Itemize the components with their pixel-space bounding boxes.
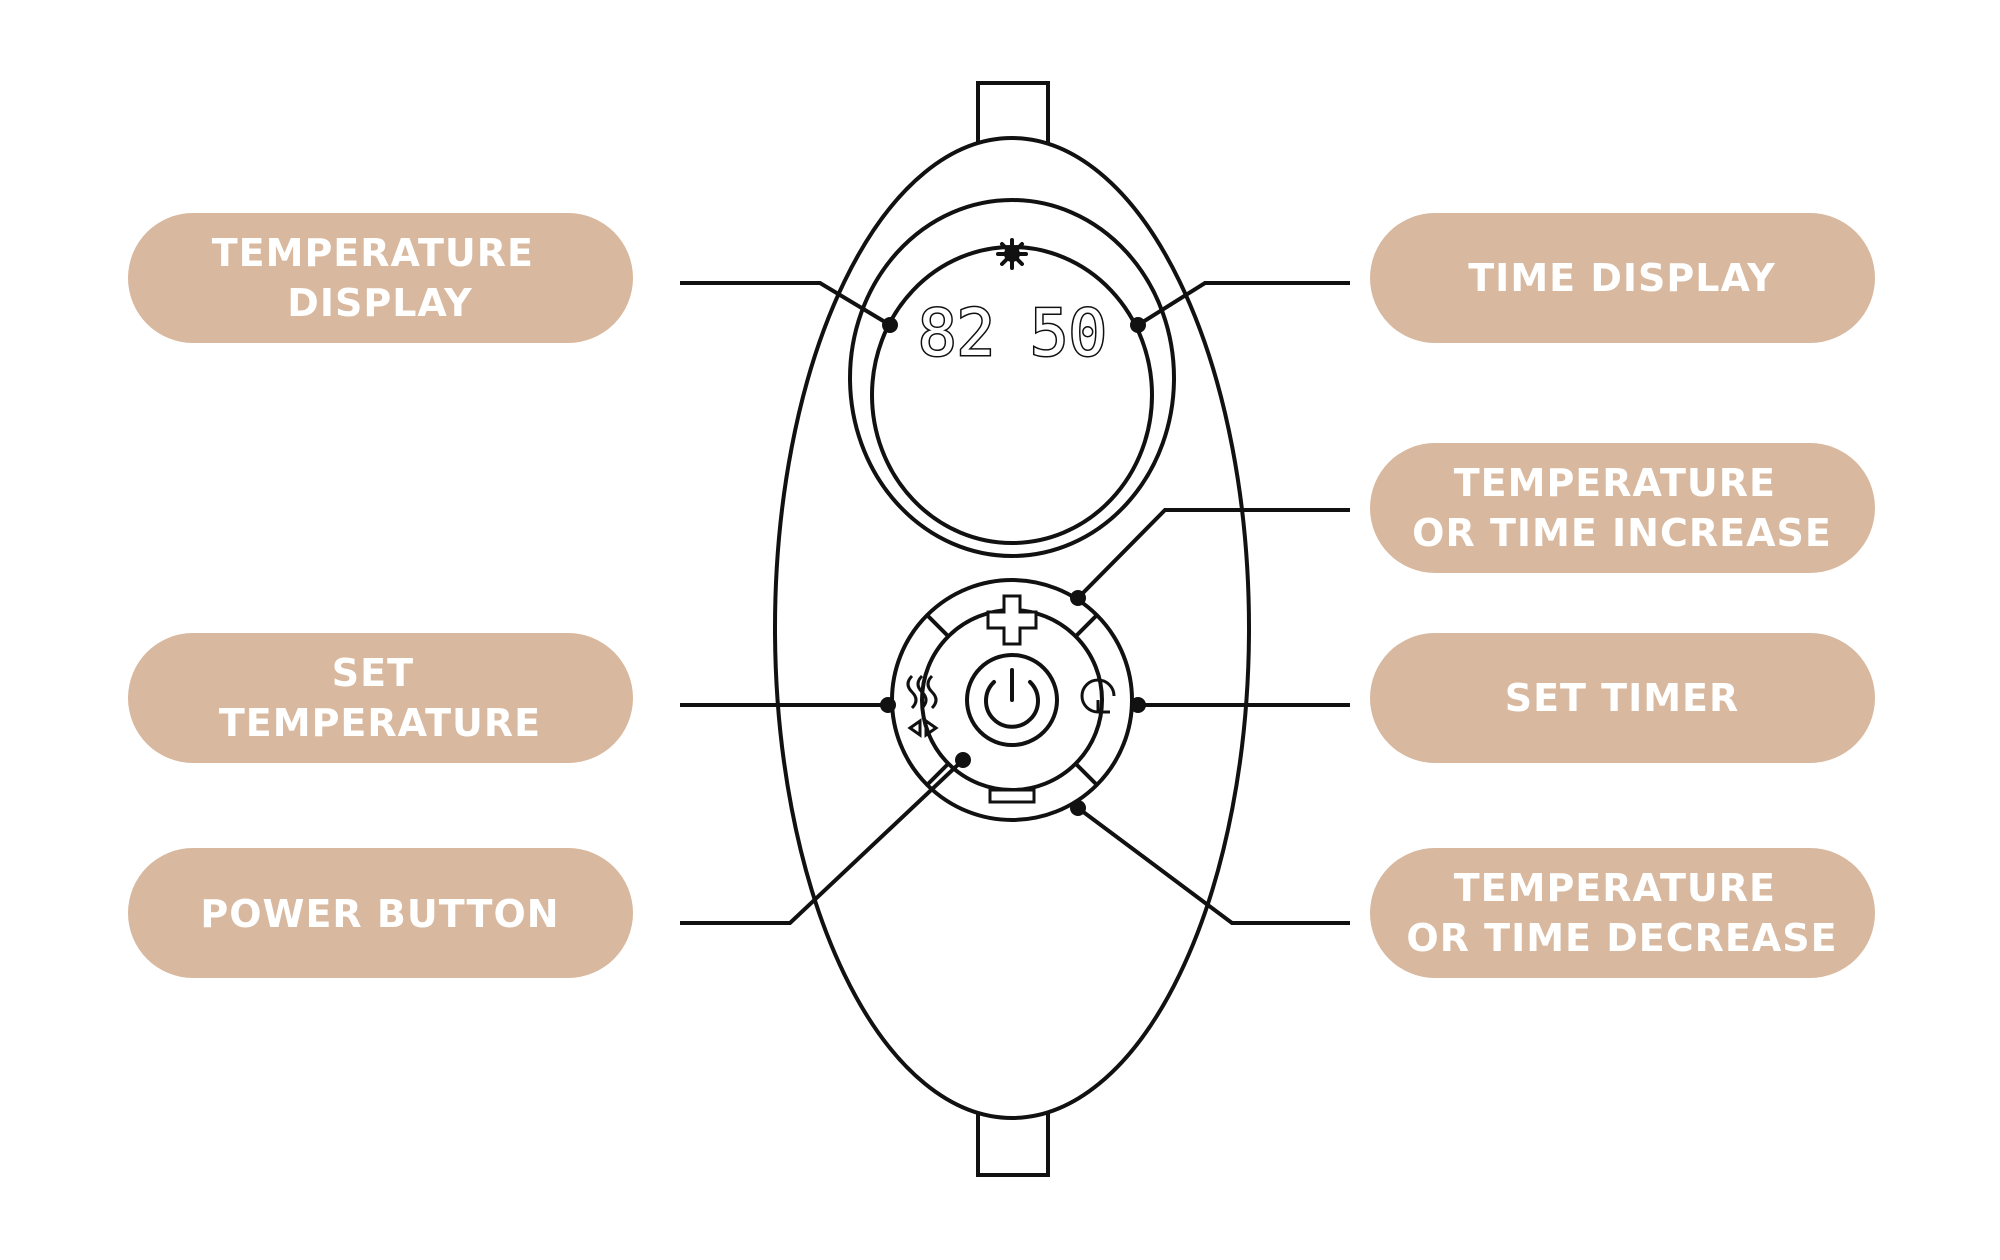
label-increase: TEMPERATURE OR TIME INCREASE	[1370, 443, 1875, 573]
leader-temperature-display	[680, 281, 892, 327]
svg-text:TEMPERATURE OR TIME DECR: TEMPERATURE OR TIME DECREASE	[1406, 866, 1837, 960]
set-temperature-button[interactable]	[906, 674, 939, 738]
leader-time-display	[1136, 281, 1350, 327]
power-icon	[984, 668, 1040, 729]
label-decrease: TEMPERATURE OR TIME DECREASE	[1370, 848, 1875, 978]
temperature-readout: 82	[918, 297, 995, 371]
decrease-button[interactable]	[988, 788, 1036, 804]
time-readout: 50	[1030, 297, 1107, 371]
svg-text:SET TEMPERATURE: SET TEMPERATURE	[219, 651, 541, 745]
label-temperature-display: TEMPERATURE DISPLAY	[128, 213, 633, 343]
svg-text:TIME DISPLAY: TIME DISPLAY	[1468, 256, 1775, 300]
plus-icon	[986, 594, 1038, 646]
clock-icon	[1080, 678, 1116, 714]
svg-text:SET TIMER: SET TIMER	[1505, 676, 1740, 720]
svg-text:TEMPERATURE DISPLAY: TEMPERATURE DISPLAY	[212, 231, 548, 325]
screen-outer-ring	[848, 198, 1176, 558]
label-time-display: TIME DISPLAY	[1370, 213, 1875, 343]
set-timer-button[interactable]	[1080, 678, 1116, 714]
leader-lines	[680, 281, 1350, 925]
screen-heat-icon	[996, 238, 1028, 270]
leader-decrease	[1076, 806, 1350, 925]
leader-dots	[880, 317, 1146, 816]
power-button[interactable]	[965, 653, 1059, 747]
label-power-button: POWER BUTTON	[128, 848, 633, 978]
leader-increase	[1076, 508, 1350, 600]
svg-text:POWER BUTTON: POWER BUTTON	[200, 892, 559, 936]
label-set-timer: SET TIMER	[1370, 633, 1875, 763]
minus-icon	[988, 788, 1036, 804]
svg-text:TEMPERATURE OR TIME INCR: TEMPERATURE OR TIME INCREASE	[1412, 461, 1832, 555]
leader-power	[680, 758, 965, 925]
heat-waves-icon	[906, 674, 939, 738]
increase-button[interactable]	[986, 594, 1038, 646]
label-set-temperature: SET TEMPERATURE	[128, 633, 633, 763]
